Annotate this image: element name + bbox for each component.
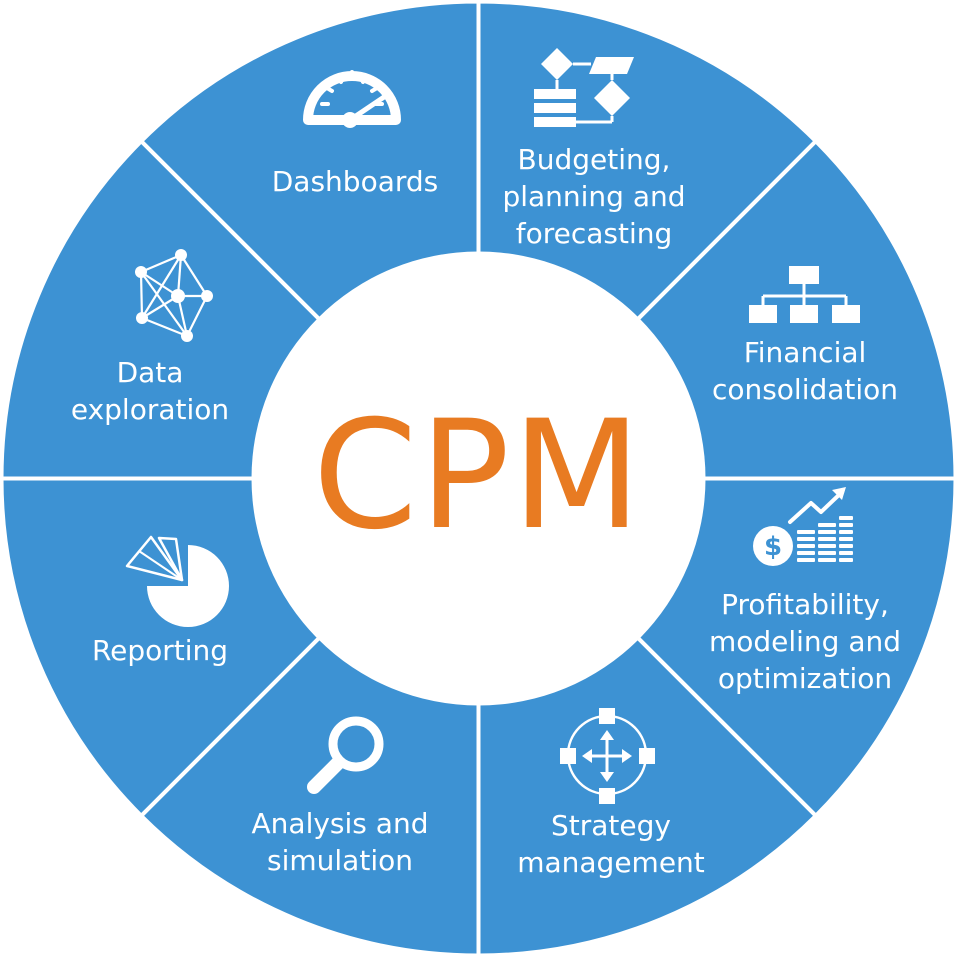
label-analysis: Analysis and simulation	[252, 805, 429, 879]
coins-growth-icon: $	[753, 487, 853, 566]
label-budgeting: Budgeting, planning and forecasting	[502, 141, 685, 252]
label-financial-consolidation: Financial consolidation	[712, 334, 898, 408]
label-line: consolidation	[711, 373, 899, 406]
label-line: optimization	[717, 662, 893, 695]
label-line: Analysis and	[251, 807, 429, 840]
label-line: Reporting	[91, 634, 229, 667]
label-reporting: Reporting	[92, 632, 228, 669]
label-profitability: Profitability, modeling and optimization	[709, 586, 901, 697]
pie-chart-icon	[125, 535, 229, 627]
label-line: modeling and	[708, 625, 902, 658]
label-line: Dashboards	[271, 165, 439, 198]
strategy-arrows-icon	[560, 708, 655, 804]
label-line: management	[517, 846, 705, 879]
label-dashboards: Dashboards	[272, 163, 439, 200]
label-line: planning and	[502, 180, 686, 213]
svg-text:$: $	[764, 532, 782, 562]
label-line: Financial	[743, 336, 867, 369]
label-line: exploration	[70, 393, 230, 426]
speedometer-icon	[303, 70, 401, 128]
label-data-exploration: Data exploration	[71, 354, 229, 428]
center-circle	[251, 251, 706, 706]
label-line: Profitability,	[721, 588, 889, 621]
magnifier-icon	[307, 716, 384, 794]
network-icon	[135, 249, 213, 342]
label-line: Budgeting,	[517, 143, 671, 176]
label-line: Data	[116, 356, 184, 389]
label-line: simulation	[267, 844, 413, 877]
label-strategy: Strategy management	[517, 807, 705, 881]
flowchart-icon	[534, 48, 634, 127]
center-title: CPM	[312, 389, 644, 563]
label-line: Strategy	[551, 809, 671, 842]
label-line: forecasting	[515, 217, 673, 250]
org-chart-icon	[749, 266, 860, 323]
